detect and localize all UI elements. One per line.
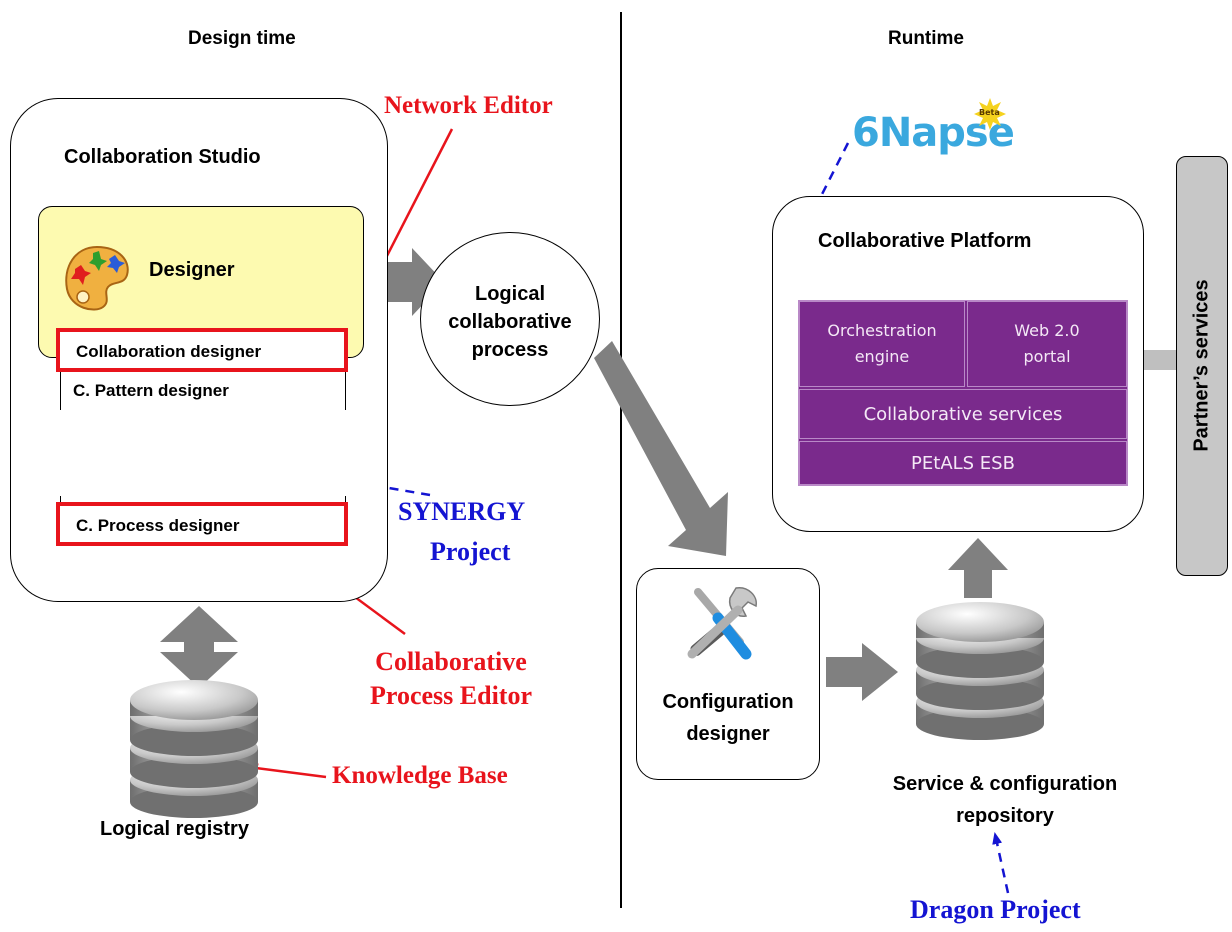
logical-registry-database-icon: [130, 680, 258, 818]
item-separator: [60, 496, 346, 502]
flow-arrow-config-to-repository: [826, 643, 898, 701]
process-designer-item[interactable]: C. Process designer: [56, 502, 348, 546]
orchestration-engine-layer[interactable]: Orchestration engine: [799, 301, 965, 387]
process-editor-line1: Collaborative: [375, 647, 527, 676]
logical-process-line3: process: [471, 339, 549, 361]
collaboration-designer-item[interactable]: Collaboration designer: [56, 328, 348, 372]
synergy-annotation-line1: SYNERGY: [398, 497, 526, 526]
dragon-annotation: Dragon Project: [910, 895, 1081, 924]
tools-icon: [687, 587, 757, 660]
logical-process-node[interactable]: [420, 232, 600, 406]
configuration-designer-panel[interactable]: [636, 568, 820, 780]
repository-line1: Service & configuration: [892, 773, 1118, 795]
portal-line2: portal: [1023, 347, 1071, 366]
portal-line1: Web 2.0: [1014, 321, 1080, 340]
arrow-dragon: [992, 832, 1010, 894]
synergy-annotation-line2: Project: [430, 537, 511, 566]
repository-database-icon: [916, 602, 1044, 740]
design-time-heading: Design time: [188, 28, 296, 49]
config-designer-label: Configuration designer: [636, 686, 820, 750]
pattern-designer-label: C. Pattern designer: [73, 381, 229, 400]
arrow-knowledge-base: [246, 763, 327, 779]
partner-services-label: Partner’s services: [1190, 279, 1213, 452]
network-editor-annotation: Network Editor: [384, 92, 553, 119]
pattern-designer-item[interactable]: C. Pattern designer: [60, 372, 346, 410]
logical-process-line1: Logical: [474, 283, 545, 305]
flow-arrow-studio-registry: [160, 606, 238, 688]
collaborative-services-layer[interactable]: Collaborative services: [799, 389, 1127, 439]
flow-arrow-studio-to-process: [388, 248, 444, 316]
beta-badge-icon: [974, 98, 1006, 130]
repository-label: Service & configuration repository: [850, 768, 1160, 832]
knowledge-base-annotation: Knowledge Base: [332, 762, 508, 789]
studio-title: Collaboration Studio: [64, 146, 261, 168]
config-designer-line1: Configuration: [662, 691, 794, 713]
petals-esb-layer[interactable]: PEtALS ESB: [799, 441, 1127, 485]
process-designer-label: C. Process designer: [76, 516, 240, 535]
beta-badge-label: Beta: [979, 108, 1000, 117]
palette-icon: [65, 245, 129, 311]
flow-arrow-repository-to-platform: [948, 538, 1008, 598]
runtime-heading: Runtime: [888, 28, 964, 49]
process-editor-annotation: Collaborative Process Editor: [340, 645, 562, 713]
repository-line2: repository: [956, 805, 1054, 827]
logical-registry-label: Logical registry: [100, 818, 249, 840]
process-editor-line2: Process Editor: [370, 681, 532, 710]
designer-label: Designer: [149, 259, 235, 281]
flow-arrow-process-to-config: [594, 341, 728, 556]
partner-services-panel[interactable]: [1176, 156, 1228, 576]
collaboration-designer-label: Collaboration designer: [76, 342, 262, 361]
config-designer-line2: designer: [686, 723, 770, 745]
logical-process-label: Logical collaborative process: [420, 280, 600, 364]
platform-title: Collaborative Platform: [818, 230, 1032, 252]
web-portal-layer[interactable]: Web 2.0 portal: [967, 301, 1127, 387]
orchestration-line2: engine: [854, 347, 910, 366]
logical-process-line2: collaborative: [448, 311, 572, 333]
orchestration-line1: Orchestration: [827, 321, 937, 340]
